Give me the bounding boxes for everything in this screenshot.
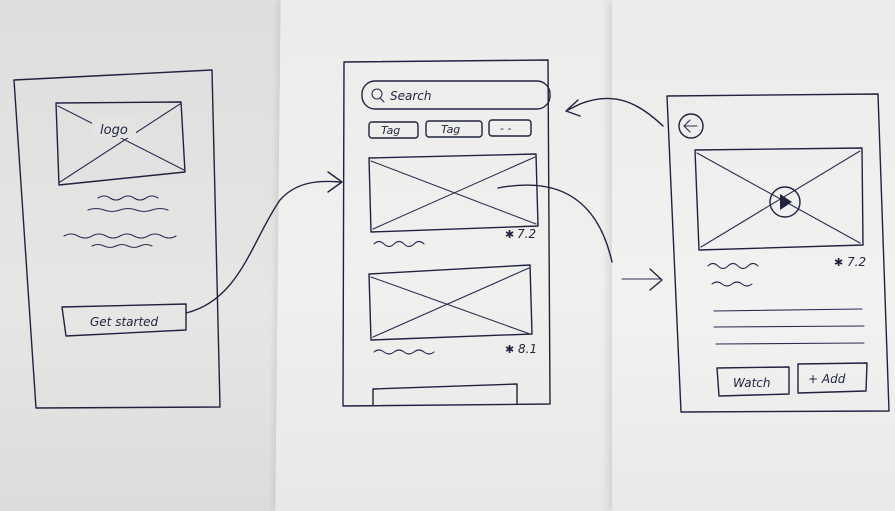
flow-arrow: [185, 180, 341, 314]
paper-sheet-right: [612, 0, 895, 511]
screen-list: Search Tag Tag - - ✱ 7.2: [342, 59, 551, 407]
back-button[interactable]: [678, 113, 704, 139]
arrowhead: [327, 171, 343, 193]
description-line: [715, 342, 865, 345]
tag-chip[interactable]: Tag: [425, 120, 483, 138]
logo-label: logo: [100, 123, 128, 138]
card-rating: 7.2: [517, 227, 536, 241]
text-squiggle: [87, 207, 169, 213]
movie-card-partial: [372, 383, 518, 406]
movie-card[interactable]: ✱ 8.1: [368, 264, 537, 356]
screen-splash: logo Get started: [13, 69, 221, 409]
play-icon: [780, 194, 792, 210]
get-started-label: Get started: [90, 315, 159, 329]
screen-detail: ✱ 7.2 Watch + Add: [666, 93, 890, 413]
phone-frame-detail: [666, 93, 890, 413]
text-squiggle: [97, 195, 159, 201]
search-input: Search: [390, 89, 432, 103]
description-line: [713, 325, 865, 328]
card-title-squiggle: [373, 349, 435, 355]
star-icon: ✱: [834, 256, 843, 269]
search-bar[interactable]: Search: [361, 80, 551, 110]
video-player-placeholder[interactable]: [694, 147, 864, 251]
title-squiggle: [707, 262, 759, 270]
subtitle-squiggle: [711, 281, 753, 287]
tag-label: Tag: [381, 124, 400, 137]
text-squiggle: [91, 243, 153, 249]
text-squiggle: [63, 233, 177, 239]
star-icon: ✱: [505, 343, 514, 356]
back-flow-arrow: [567, 97, 664, 127]
flow-arrow: [497, 184, 613, 263]
back-arrow-icon: [683, 119, 698, 133]
tag-chip-more[interactable]: - -: [488, 119, 532, 137]
phone-frame-splash: [13, 69, 221, 409]
get-started-button[interactable]: Get started: [61, 303, 187, 337]
arrowhead: [649, 268, 663, 291]
card-rating: 8.1: [518, 342, 537, 356]
tag-label: - -: [500, 122, 511, 135]
play-button[interactable]: [769, 186, 801, 218]
watch-label: Watch: [733, 376, 770, 390]
paper-sheet-left: [0, 0, 292, 511]
logo-placeholder: logo: [55, 101, 186, 186]
detail-rating: 7.2: [847, 255, 866, 269]
tag-label: Tag: [441, 123, 460, 136]
description-line: [713, 308, 863, 312]
phone-frame-list: [342, 59, 551, 407]
card-title-squiggle: [373, 240, 425, 248]
search-icon: [371, 88, 383, 100]
card-image-placeholder: [368, 264, 533, 341]
card-image-placeholder: [368, 153, 539, 233]
watch-button[interactable]: Watch: [716, 366, 790, 397]
tag-chip[interactable]: Tag: [368, 121, 419, 139]
star-icon: ✱: [505, 228, 514, 241]
arrowhead: [565, 99, 581, 117]
movie-card[interactable]: ✱ 7.2: [368, 153, 539, 248]
add-label: + Add: [808, 372, 846, 386]
search-icon-handle: [379, 97, 385, 103]
add-button[interactable]: + Add: [797, 362, 868, 394]
